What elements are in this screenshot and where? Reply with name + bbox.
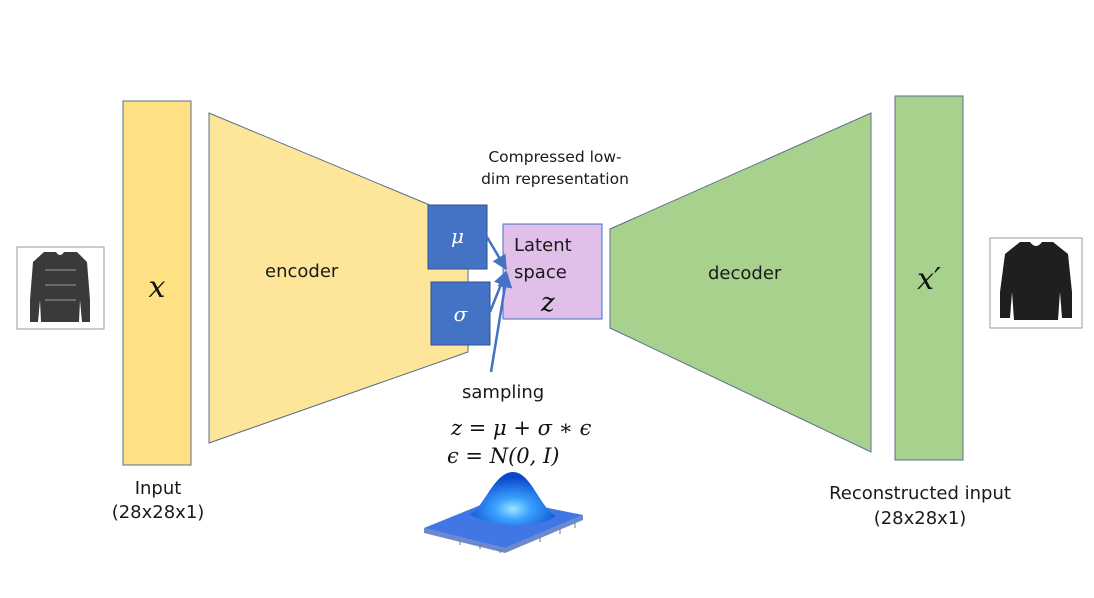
- output-caption-line1: Reconstructed input: [829, 483, 1011, 504]
- encoder-label: encoder: [265, 261, 339, 282]
- compressed-caption-line2: dim representation: [481, 170, 629, 188]
- output-caption: Reconstructed input (28x28x1): [815, 481, 1025, 531]
- gaussian-surface-plot: [424, 472, 583, 553]
- sampling-equation-2: ϵ = N(0, I): [447, 444, 560, 468]
- encoder-trapezoid: [208, 112, 469, 444]
- sampling-equation-1: z = μ + σ ∗ ϵ: [451, 416, 592, 440]
- latent-line1: Latent: [514, 235, 572, 256]
- output-sweater-image: [989, 237, 1083, 329]
- input-symbol: x: [148, 270, 166, 305]
- decoder-label: decoder: [708, 263, 782, 284]
- input-caption-line1: Input: [134, 478, 182, 499]
- sampling-arrow: [489, 272, 513, 373]
- input-sweater-image: [16, 246, 105, 330]
- latent-symbol: z: [541, 288, 555, 318]
- latent-line2: space: [514, 262, 567, 283]
- mu-label: μ: [451, 224, 464, 248]
- mu-box: [427, 204, 488, 270]
- output-symbol: x′: [917, 262, 941, 297]
- compressed-caption-line1: Compressed low-: [488, 148, 622, 166]
- sigma-box: [430, 281, 491, 346]
- mu-arrow: [485, 236, 508, 271]
- decoder-trapezoid: [609, 112, 872, 453]
- sampling-label: sampling: [462, 382, 545, 403]
- output-caption-line2: (28x28x1): [873, 508, 967, 529]
- compressed-caption: Compressed low- dim representation: [460, 146, 650, 190]
- sigma-label: σ: [453, 302, 468, 326]
- input-caption-line2: (28x28x1): [111, 502, 205, 523]
- input-caption: Input (28x28x1): [98, 477, 218, 525]
- latent-box: [502, 223, 603, 320]
- input-bar: [122, 100, 192, 466]
- output-bar: [894, 95, 964, 461]
